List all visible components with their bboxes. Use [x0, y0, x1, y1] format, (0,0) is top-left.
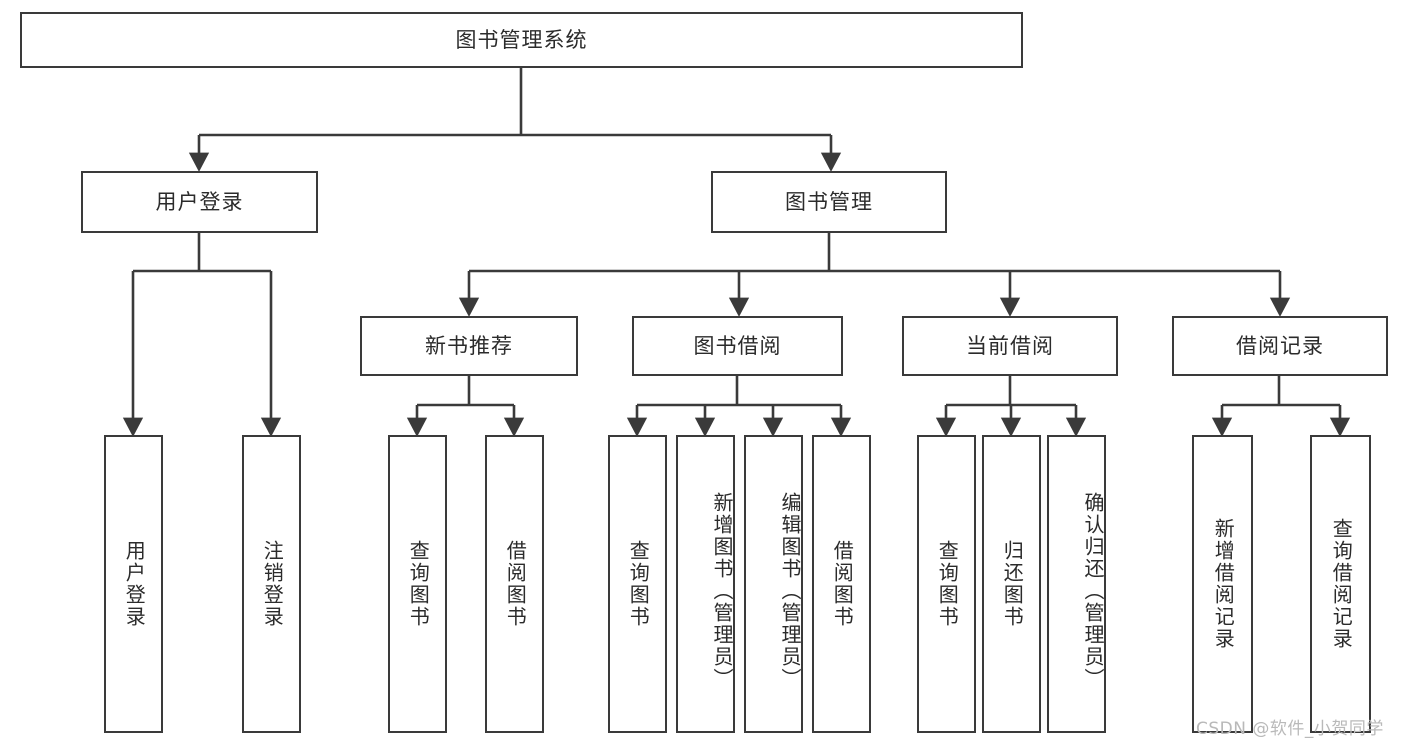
node-book-borrow[interactable]: 图书借阅 — [632, 316, 843, 376]
leaf-query-book-2-label: 查询图书 — [626, 540, 651, 628]
leaf-query-book-1-label: 查询图书 — [406, 540, 431, 628]
leaf-user-login[interactable]: 用户登录 — [104, 435, 163, 733]
node-book-manage-label: 图书管理 — [785, 189, 873, 214]
watermark: CSDN @软件_小贺同学 — [1196, 719, 1384, 739]
leaf-borrow-book-1[interactable]: 借阅图书 — [485, 435, 544, 733]
node-root-label: 图书管理系统 — [455, 27, 588, 52]
leaf-logout-label: 注销登录 — [260, 540, 285, 628]
leaf-add-book[interactable]: 新增图书（管理员） — [676, 435, 735, 733]
node-new-book-recommend[interactable]: 新书推荐 — [360, 316, 578, 376]
node-book-manage[interactable]: 图书管理 — [711, 171, 947, 233]
leaf-edit-book[interactable]: 编辑图书（管理员） — [744, 435, 803, 733]
leaf-query-book-1[interactable]: 查询图书 — [388, 435, 447, 733]
leaf-query-book-3-label: 查询图书 — [935, 540, 960, 628]
leaf-confirm-return[interactable]: 确认归还（管理员） — [1047, 435, 1106, 733]
leaf-borrow-book-2[interactable]: 借阅图书 — [812, 435, 871, 733]
leaf-return-book-label: 归还图书 — [1000, 540, 1025, 628]
leaf-logout[interactable]: 注销登录 — [242, 435, 301, 733]
node-borrow-record-label: 借阅记录 — [1236, 333, 1324, 358]
node-borrow-record[interactable]: 借阅记录 — [1172, 316, 1388, 376]
leaf-user-login-label: 用户登录 — [122, 540, 147, 628]
node-current-borrow[interactable]: 当前借阅 — [902, 316, 1118, 376]
leaf-edit-book-label: 编辑图书（管理员） — [778, 492, 802, 690]
leaf-borrow-book-1-label: 借阅图书 — [503, 540, 528, 628]
node-current-borrow-label: 当前借阅 — [966, 333, 1054, 358]
node-user-login-label: 用户登录 — [155, 189, 244, 214]
node-new-book-recommend-label: 新书推荐 — [425, 333, 513, 358]
node-book-borrow-label: 图书借阅 — [693, 333, 782, 358]
leaf-query-book-2[interactable]: 查询图书 — [608, 435, 667, 733]
node-user-login[interactable]: 用户登录 — [81, 171, 318, 233]
leaf-borrow-book-2-label: 借阅图书 — [830, 540, 855, 628]
leaf-add-record[interactable]: 新增借阅记录 — [1192, 435, 1253, 733]
leaf-confirm-return-label: 确认归还（管理员） — [1081, 492, 1105, 690]
leaf-add-record-label: 新增借阅记录 — [1211, 518, 1236, 650]
leaf-query-record-label: 查询借阅记录 — [1329, 518, 1354, 650]
leaf-return-book[interactable]: 归还图书 — [982, 435, 1041, 733]
leaf-query-book-3[interactable]: 查询图书 — [917, 435, 976, 733]
node-root[interactable]: 图书管理系统 — [20, 12, 1023, 68]
leaf-add-book-label: 新增图书（管理员） — [710, 492, 734, 690]
leaf-query-record[interactable]: 查询借阅记录 — [1310, 435, 1371, 733]
